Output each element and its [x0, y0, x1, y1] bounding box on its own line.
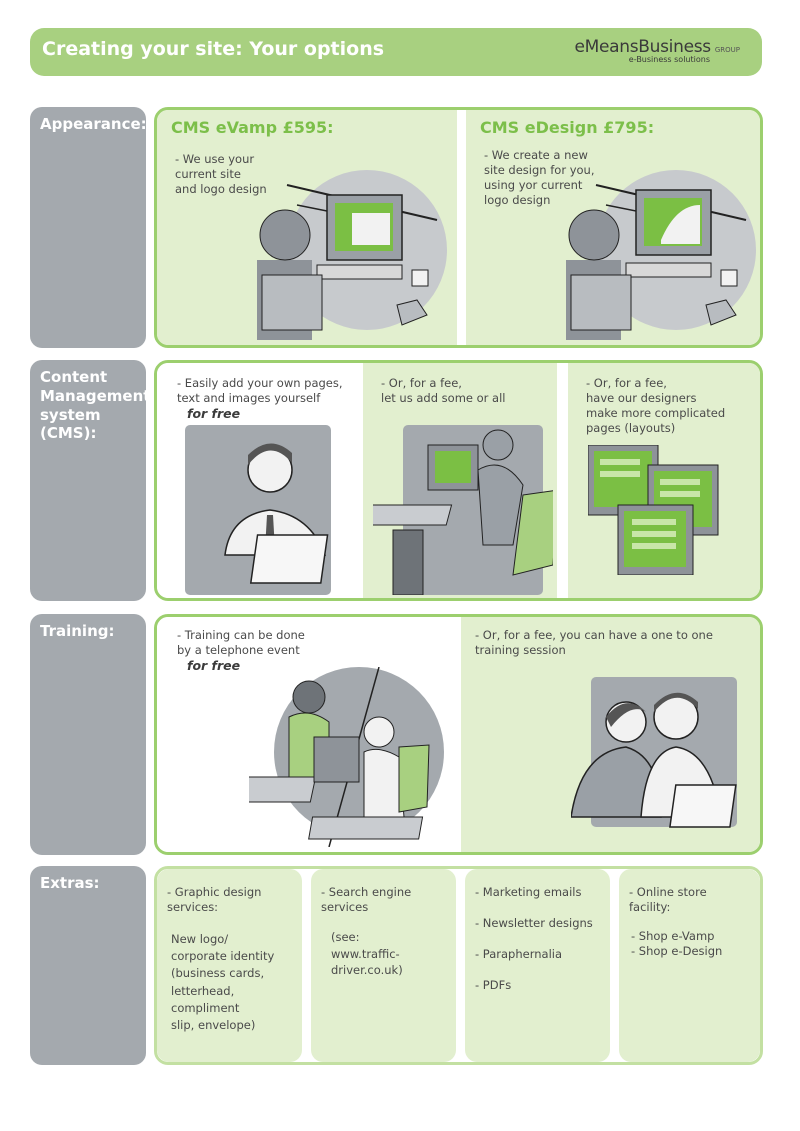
workstation-redesign-illustration: [566, 170, 756, 340]
marketing-item: - Paraphernalia: [475, 946, 563, 961]
online-store-title: - Online store facility:: [629, 885, 707, 914]
cms-free-emphasis: for free: [187, 406, 241, 421]
evamp-option: CMS eVamp £595: - We use your current si…: [157, 110, 457, 345]
person-laptop-illustration: [185, 425, 331, 595]
section-label-appearance: Appearance:: [30, 107, 147, 348]
logo-group-text: GROUP: [714, 46, 740, 54]
extras-graphic-design: - Graphic design services: New logo/ cor…: [157, 869, 302, 1062]
evamp-title: CMS eVamp £595:: [171, 118, 334, 137]
cms-add-option: - Or, for a fee, let us add some or all: [363, 363, 557, 598]
appearance-panel: CMS eVamp £595: - We use your current si…: [154, 107, 763, 348]
one-to-one-illustration: [571, 677, 737, 828]
page-title: Creating your site: Your options: [42, 38, 385, 60]
extras-search-engine: - Search engine services (see: www.traff…: [311, 869, 456, 1062]
training-free-option: - Training can be done by a telephone ev…: [157, 617, 457, 852]
training-session-option: - Or, for a fee, you can have a one to o…: [461, 617, 760, 852]
evamp-text: - We use your current site and logo desi…: [175, 152, 267, 196]
marketing-item: - PDFs: [475, 977, 512, 992]
extras-marketing: - Marketing emails - Newsletter designs …: [465, 869, 610, 1062]
cms-add-text: - Or, for a fee, let us add some or all: [381, 376, 506, 405]
cms-free-text: - Easily add your own pages, text and im…: [177, 376, 343, 405]
edesign-option: CMS eDesign £795: - We create a new site…: [466, 110, 760, 345]
section-label-training: Training:: [30, 614, 146, 855]
logo-tagline: e-Business solutions: [628, 55, 710, 64]
cms-free-option: - Easily add your own pages, text and im…: [157, 363, 358, 598]
training-panel: - Training can be done by a telephone ev…: [154, 614, 763, 855]
graphic-design-title: - Graphic design services:: [167, 885, 262, 914]
marketing-item: - Marketing emails: [475, 885, 582, 899]
edesign-title: CMS eDesign £795:: [480, 118, 655, 137]
layout-screens-illustration: [588, 445, 719, 575]
marketing-item: - Newsletter designs: [475, 915, 593, 930]
search-engine-body: (see: www.traffic-driver.co.uk): [331, 929, 403, 978]
training-free-emphasis: for free: [187, 658, 241, 673]
extras-online-store: - Online store facility: - Shop e-Vamp -…: [619, 869, 760, 1062]
graphic-design-body: New logo/ corporate identity (business c…: [171, 931, 275, 1033]
training-session-text: - Or, for a fee, you can have a one to o…: [475, 628, 713, 657]
workstation-illustration: [257, 170, 447, 340]
cms-designer-option: - Or, for a fee, have our designers make…: [568, 363, 760, 598]
online-store-body: - Shop e-Vamp - Shop e-Design: [631, 928, 723, 958]
search-engine-title: - Search engine services: [321, 885, 412, 914]
training-free-text: - Training can be done by a telephone ev…: [177, 628, 305, 657]
operator-headset-illustration: [373, 425, 553, 595]
telephone-training-illustration: [249, 667, 444, 847]
extras-panel: - Graphic design services: New logo/ cor…: [154, 866, 763, 1065]
cms-designer-text: - Or, for a fee, have our designers make…: [586, 376, 726, 435]
header-bar: Creating your site: Your options eMeansB…: [30, 28, 762, 76]
cms-panel: - Easily add your own pages, text and im…: [154, 360, 763, 601]
section-label-cms: Content Management system (CMS):: [30, 360, 150, 601]
logo-main-text: eMeansBusiness: [574, 37, 711, 57]
edesign-text: - We create a new site design for you, u…: [484, 148, 595, 207]
section-label-extras: Extras:: [30, 866, 146, 1065]
